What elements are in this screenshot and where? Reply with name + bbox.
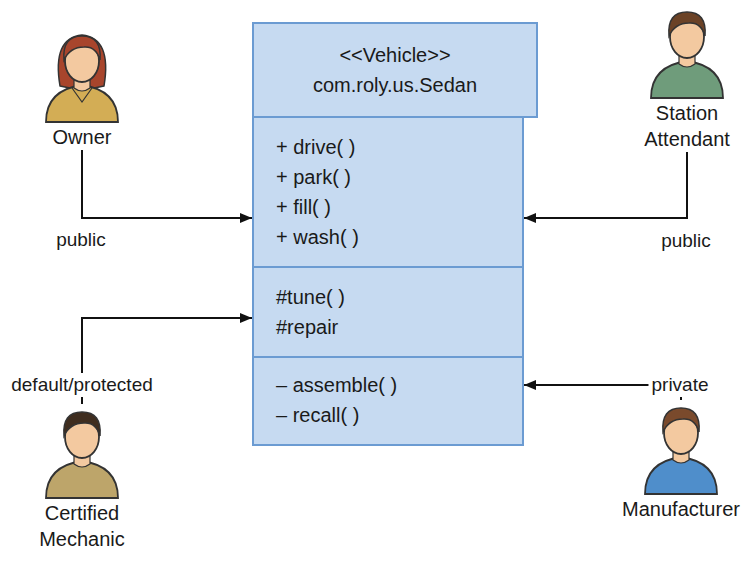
access-arrow — [524, 152, 687, 218]
person-icon — [645, 4, 729, 100]
method-name: – assemble( ) — [276, 370, 514, 400]
public-methods: + drive( )+ park( )+ fill( )+ wash( ) — [252, 116, 524, 268]
method-name: + wash( ) — [276, 222, 514, 252]
collar — [72, 88, 92, 102]
access-label: public — [658, 229, 714, 253]
access-arrow — [82, 150, 252, 218]
method-name: + park( ) — [276, 162, 514, 192]
person-icon — [40, 28, 124, 124]
hair — [663, 408, 699, 432]
method-name: #repair — [276, 312, 514, 342]
access-label: private — [648, 373, 711, 397]
actor-manufacturer: Manufacturer — [616, 400, 746, 522]
method-name: + drive( ) — [276, 132, 514, 162]
private-methods: – assemble( )– recall( ) — [252, 356, 524, 446]
access-label: default/protected — [8, 373, 156, 397]
hair — [64, 412, 100, 436]
method-name: – recall( ) — [276, 400, 514, 430]
person-icon — [40, 404, 124, 500]
hair-back — [58, 35, 105, 89]
person-icon — [639, 400, 723, 496]
class-header: <<Vehicle>>com.roly.us.Sedan — [252, 22, 538, 118]
class-name: <<Vehicle>> — [262, 40, 528, 70]
actor-name: Station Attendant — [627, 100, 747, 152]
method-name: + fill( ) — [276, 192, 514, 222]
actor-certified-mechanic: Certified Mechanic — [22, 404, 142, 552]
actor-name: Owner — [27, 124, 137, 150]
protected-methods: #tune( )#repair — [252, 266, 524, 358]
hair — [669, 12, 705, 36]
method-name: #tune( ) — [276, 282, 514, 312]
hair — [64, 36, 100, 60]
actor-name: Manufacturer — [616, 496, 746, 522]
class-name: com.roly.us.Sedan — [262, 70, 528, 100]
actor-station-attendant: Station Attendant — [627, 4, 747, 152]
actor-owner: Owner — [27, 28, 137, 150]
actor-name: Certified Mechanic — [22, 500, 142, 552]
access-label: public — [53, 228, 109, 252]
